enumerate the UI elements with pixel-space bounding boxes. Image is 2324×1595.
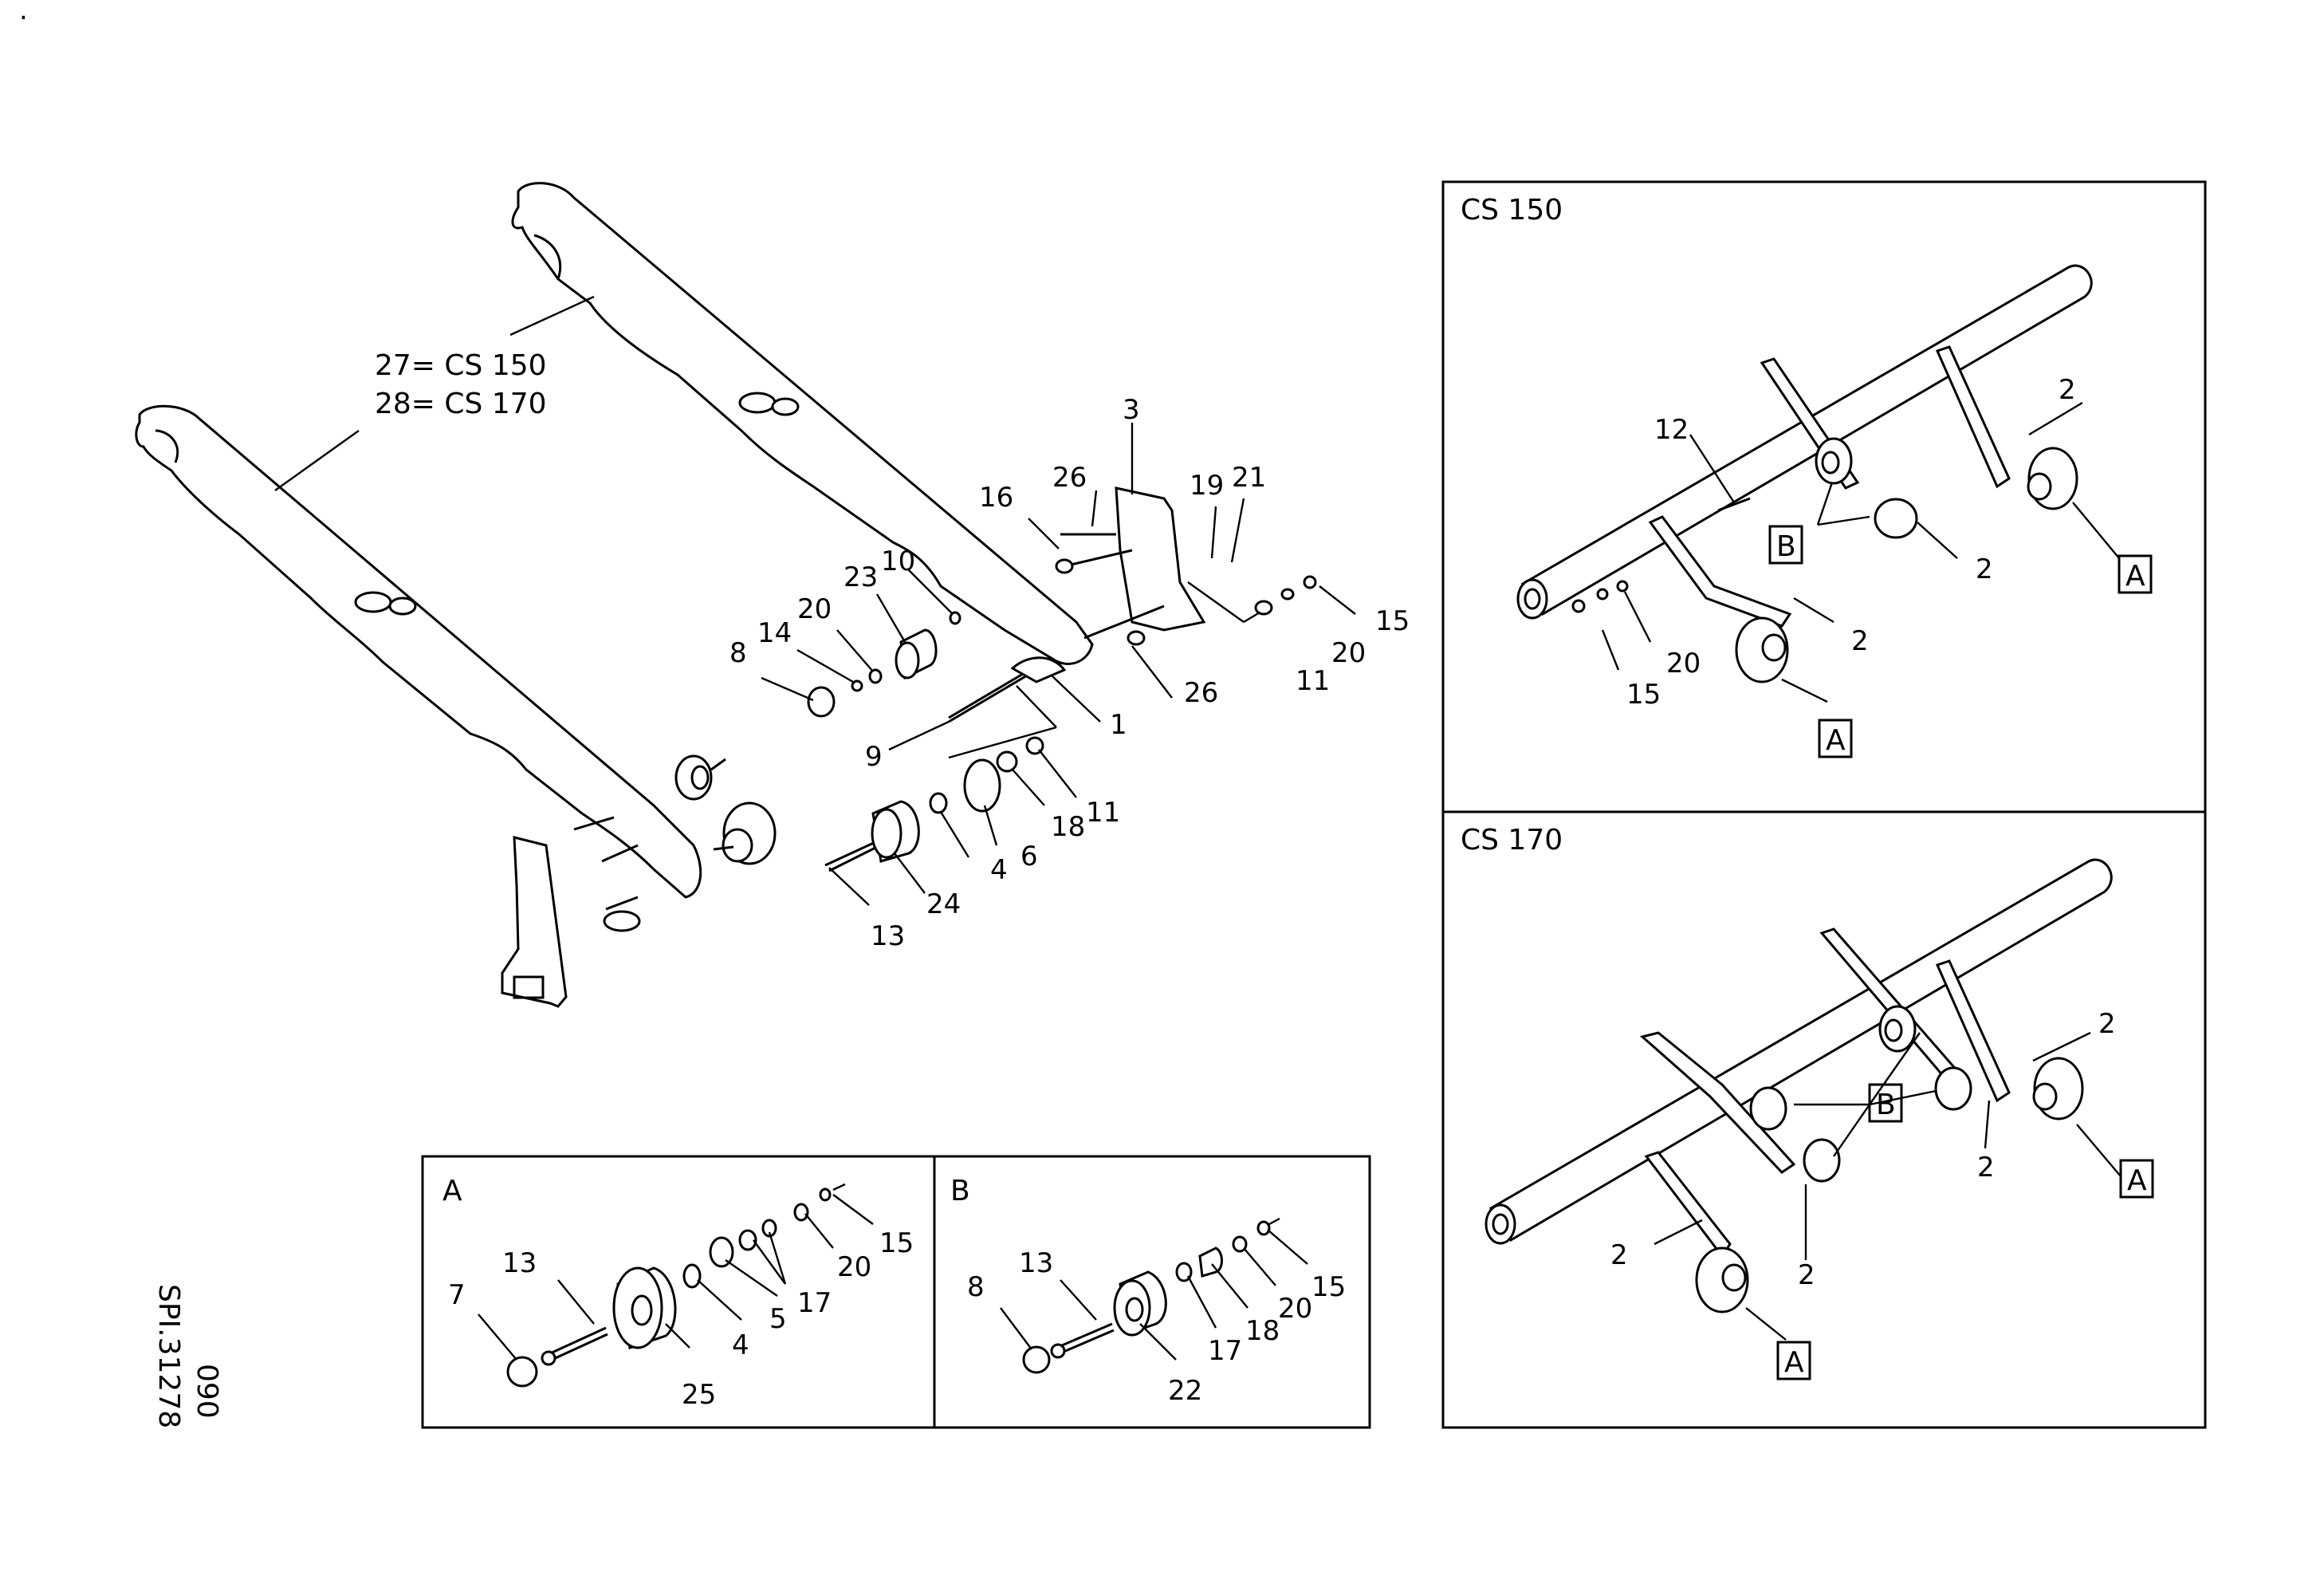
main-callout-24: 24 [926,888,961,920]
cs170-box-a1: A [2127,1164,2147,1197]
cs170-callout-2b: 2 [1977,1152,1995,1183]
main-callout-9: 9 [865,741,883,773]
cs150-callout-15: 15 [1626,679,1661,711]
detail-a-panel: A 7 13 25 4 [442,1175,914,1411]
cs170-box-a2: A [1784,1346,1804,1379]
main-callout-23: 23 [843,561,878,593]
detail-b-callout-17: 17 [1208,1335,1242,1367]
main-callout-6: 6 [1020,841,1038,872]
detail-b-panel: B 8 13 22 17 18 20 15 [950,1175,1346,1407]
main-callout-10: 10 [881,545,915,577]
detail-b-title: B [950,1175,970,1207]
cs170-title: CS 170 [1461,824,1563,857]
main-callout-26b: 26 [1184,677,1218,709]
main-exploded-view: 27= CS 150 28= CS 170 [135,182,1410,1008]
main-callout-19: 19 [1190,470,1224,502]
detail-panels-ab: A 7 13 25 4 [421,1155,1371,1429]
rear-side-frame [511,182,1094,665]
main-callout-15: 15 [1375,605,1410,637]
detail-a-callout-15: 15 [879,1227,914,1259]
main-callout-20a: 20 [797,593,832,625]
detail-a-title: A [442,1175,462,1207]
cs170-callout-2c: 2 [1798,1259,1815,1291]
main-callout-1: 1 [1110,709,1127,741]
corner-mark: . [19,0,28,26]
main-callout-14: 14 [757,617,792,649]
detail-b-callout-15: 15 [1311,1271,1346,1303]
cs150-box-a1: A [2125,560,2145,593]
detail-a-callout-20: 20 [837,1251,871,1283]
cs150-callout-2a: 2 [2059,374,2076,406]
main-callout-21: 21 [1232,462,1266,494]
detail-b-callout-13: 13 [1019,1247,1053,1279]
drawing-code: SPI.31278 [152,1284,185,1428]
main-callout-20b: 20 [1331,637,1366,669]
detail-a-callout-4: 4 [732,1329,749,1361]
main-callout-13: 13 [871,920,905,952]
frame-legend-line1: 27= CS 150 [375,349,547,382]
cs150-callout-12: 12 [1654,414,1689,446]
rear-mounting-bracket [1115,486,1206,632]
cs150-callout-2b: 2 [1976,553,1993,585]
main-callout-16: 16 [979,482,1013,514]
main-callout-4: 4 [990,854,1008,886]
cs150-box-a2: A [1826,724,1846,757]
detail-a-callout-17: 17 [797,1287,832,1319]
detail-a-callout-13: 13 [502,1247,537,1279]
detail-a-callout-5: 5 [769,1303,787,1335]
main-callout-3: 3 [1123,394,1140,426]
cs150-callout-20: 20 [1666,648,1701,679]
cs170-callout-2d: 2 [1610,1239,1628,1271]
main-callout-11a: 11 [1086,797,1120,829]
cs170-callout-2a: 2 [2098,1008,2116,1040]
variant-panels: CS 150 [1441,180,2207,1429]
main-callout-11b: 11 [1296,665,1330,697]
detail-a-callout-7: 7 [448,1279,466,1311]
main-callout-8: 8 [729,637,747,669]
frame-legend-line2: 28= CS 170 [375,388,547,420]
cs170-panel: CS 170 [1461,824,2154,1380]
front-mounting-bracket [501,836,568,1008]
cs170-box-b: B [1876,1089,1896,1121]
detail-b-callout-22: 22 [1168,1375,1202,1407]
cs150-callout-2c: 2 [1851,625,1869,657]
cs150-box-b: B [1776,530,1796,563]
detail-b-callout-20: 20 [1278,1293,1312,1325]
detail-a-callout-25: 25 [682,1379,716,1411]
detail-b-callout-8: 8 [967,1271,985,1303]
detail-b-callout-18: 18 [1245,1315,1280,1347]
cs150-panel: CS 150 [1461,194,2153,758]
main-callout-26a: 26 [1052,462,1087,494]
sheet-number: 090 [191,1364,223,1419]
main-callout-18: 18 [1051,811,1085,843]
front-side-frame [135,404,702,899]
cs150-title: CS 150 [1461,194,1563,226]
